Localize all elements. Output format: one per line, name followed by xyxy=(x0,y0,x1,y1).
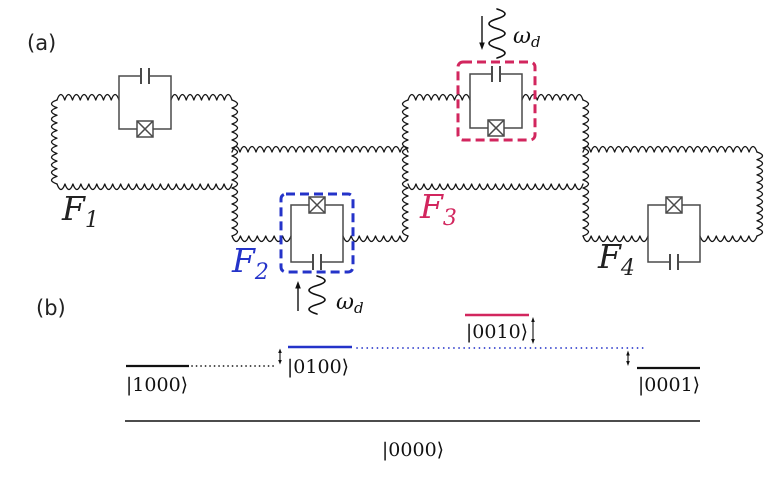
coil-segment xyxy=(342,235,409,243)
detuning-arrow-icon xyxy=(278,348,282,365)
coil-segment xyxy=(308,275,326,315)
drive-photon-squiggle-icon xyxy=(308,275,326,315)
drive-frequency-label-top: ωd xyxy=(513,24,541,51)
drive-frequency-label-bottom: ωd xyxy=(336,290,364,317)
panel-b-label: (b) xyxy=(36,296,66,320)
drive-photon-squiggle-icon xyxy=(488,8,506,59)
ket-label-0100: |0100⟩ xyxy=(287,356,349,378)
loop-label-f1: F1 xyxy=(61,189,99,233)
josephson-junction-icon xyxy=(487,119,505,137)
josephson-junction-icon xyxy=(665,196,683,214)
highlight-box-f3 xyxy=(456,60,537,142)
loop-label-f3: F3 xyxy=(419,187,457,231)
coil-segment xyxy=(231,145,409,153)
highlight-box-f2 xyxy=(279,192,355,274)
ket-label-0001: |0001⟩ xyxy=(638,374,700,396)
ket-label-1000: |1000⟩ xyxy=(126,374,188,396)
energy-level-diagram: |1000⟩ |0100⟩ |0010⟩ |0001⟩ |0000⟩ xyxy=(125,313,700,461)
coil-segment xyxy=(407,93,471,101)
coil-segment xyxy=(488,8,506,59)
coil-segment xyxy=(521,93,584,101)
coil-segment xyxy=(582,145,758,153)
coil-segment xyxy=(56,183,233,191)
ket-label-0010: |0010⟩ xyxy=(466,321,528,343)
coil-segment xyxy=(170,93,233,101)
panel-a-label: (a) xyxy=(27,31,56,55)
coil-segment xyxy=(582,99,590,237)
detuning-arrow-icon xyxy=(626,350,630,366)
coil-segment xyxy=(50,99,58,185)
qubit-circuit-2 xyxy=(290,196,344,270)
josephson-junction-icon xyxy=(136,120,154,138)
loop-label-f4: F4 xyxy=(597,237,635,281)
coil-segment xyxy=(56,93,120,101)
coil-segment xyxy=(582,235,649,243)
detuning-arrow-icon xyxy=(531,317,535,344)
qubit-circuit-3 xyxy=(469,66,523,137)
loop-label-f2: F2 xyxy=(231,241,269,285)
qubit-circuit-1 xyxy=(118,68,172,138)
coil-segment xyxy=(699,235,758,243)
coil-segment xyxy=(231,99,239,237)
drive-bottom: ωd xyxy=(295,275,364,317)
drive-top: ωd xyxy=(479,8,541,59)
coil-segment xyxy=(401,99,409,237)
ket-label-0000: |0000⟩ xyxy=(382,439,444,461)
qubit-circuit-4 xyxy=(647,196,701,270)
josephson-junction-icon xyxy=(308,196,326,214)
inductor-network xyxy=(50,93,764,243)
coil-segment xyxy=(407,183,584,191)
coil-segment xyxy=(756,151,764,237)
